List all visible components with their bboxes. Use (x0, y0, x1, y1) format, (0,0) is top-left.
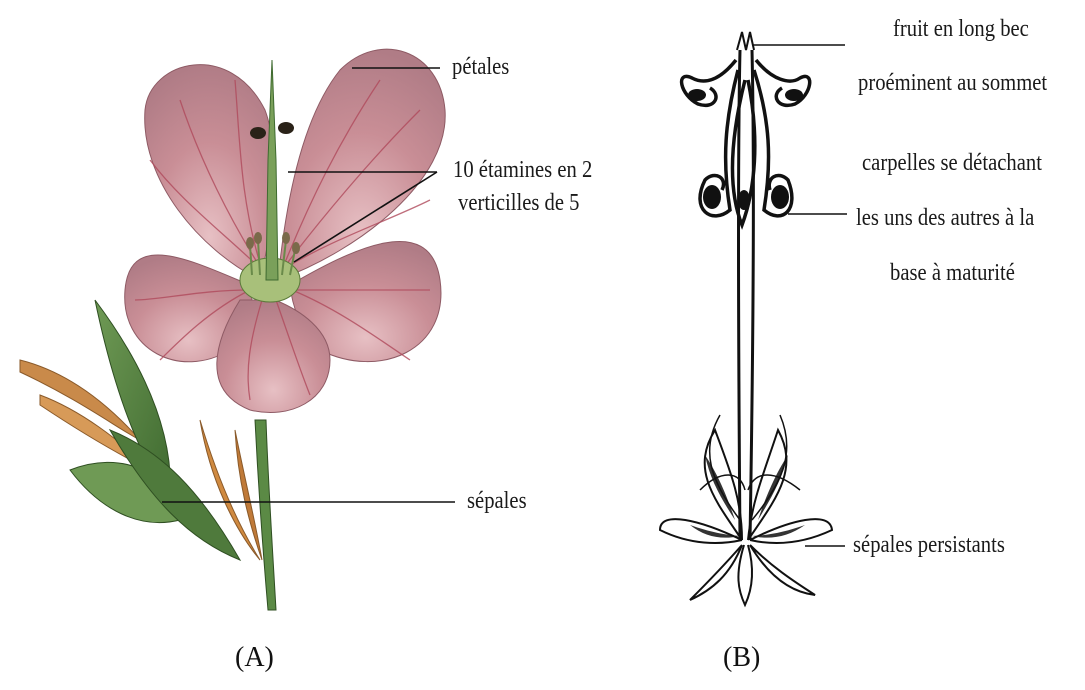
petal (278, 49, 445, 280)
label-sepals: sépales (467, 486, 527, 516)
anther (246, 237, 254, 249)
petal (145, 65, 274, 280)
label-petals: pétales (452, 52, 509, 82)
fruit-column (739, 50, 754, 540)
flower-stem (255, 420, 276, 610)
label-stamens-line2: verticilles de 5 (458, 188, 580, 218)
pistil (266, 60, 278, 280)
label-stamens-line1: 10 étamines en 2 (453, 155, 592, 185)
anther (292, 242, 300, 254)
anther (250, 127, 266, 139)
label-fruit-line1: fruit en long bec (893, 14, 1029, 44)
flower-illustration (20, 49, 445, 610)
beak-tip (737, 32, 754, 50)
anther (254, 232, 262, 244)
label-carpels-line2: les uns des autres à la (856, 203, 1034, 233)
label-fruit-line2: proéminent au sommet (858, 68, 1047, 98)
label-carpels-line1: carpelles se détachant (862, 148, 1042, 178)
label-persistent-sepals: sépales persistants (853, 530, 1005, 560)
label-carpels-line3: base à maturité (890, 258, 1015, 288)
caption-panel-a: (A) (235, 642, 274, 674)
caption-panel-b: (B) (723, 642, 760, 674)
persistent-sepals (660, 415, 832, 605)
anther (278, 122, 294, 134)
fruit-illustration (660, 32, 832, 605)
carpel-seeds (688, 89, 803, 210)
anther (282, 232, 290, 244)
